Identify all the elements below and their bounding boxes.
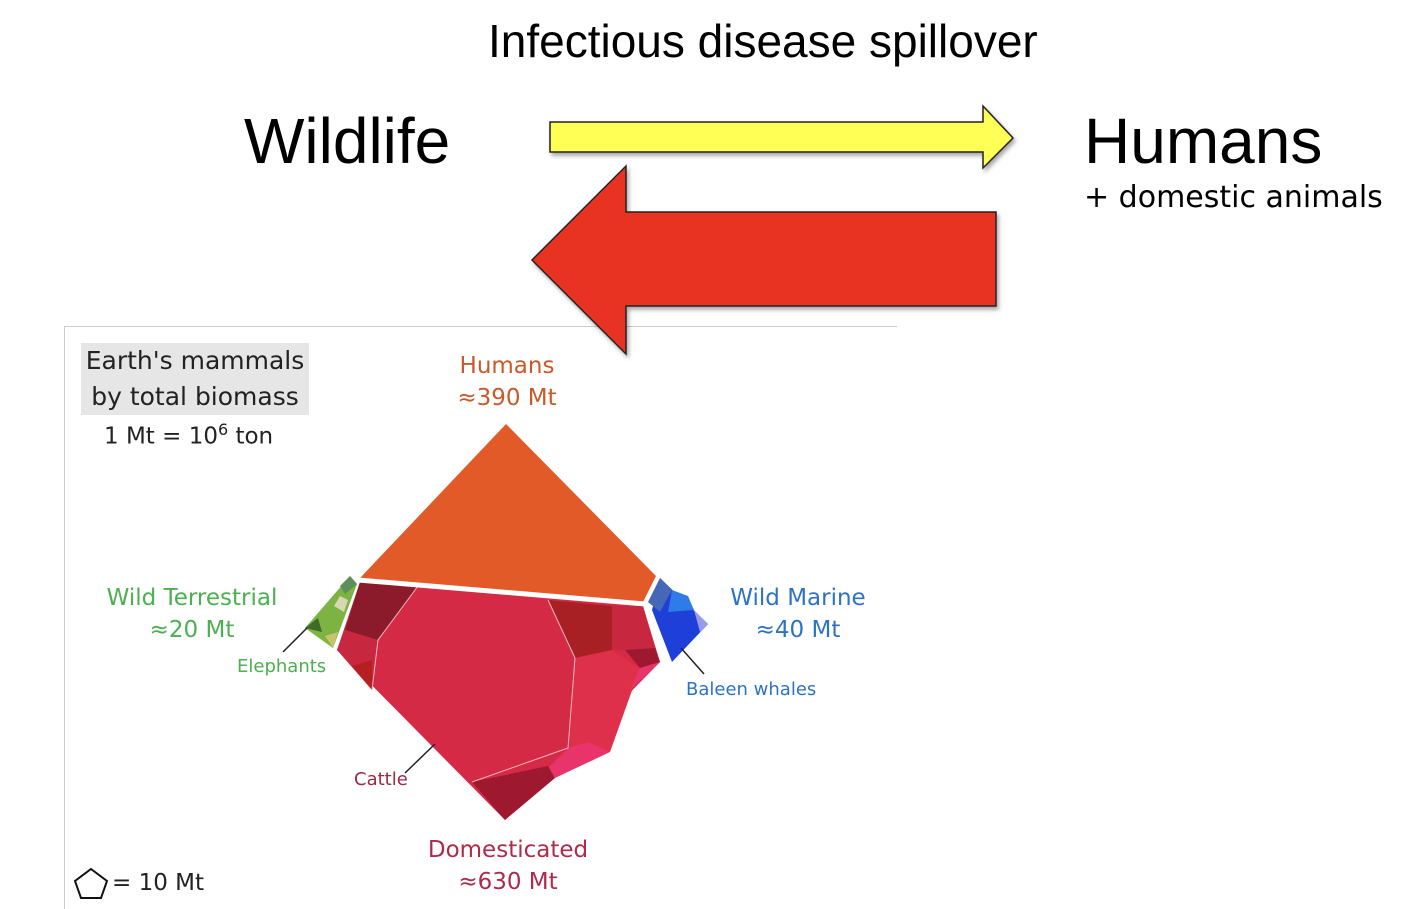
domesticated-cell xyxy=(472,766,555,820)
figure-title-line2: by total biomass xyxy=(91,382,299,411)
domesticated-cell xyxy=(548,600,612,658)
wild-terrestrial-cell xyxy=(325,632,338,648)
wild-marine-label: Wild Marine ≈40 Mt xyxy=(722,582,874,646)
wild-marine-name: Wild Marine xyxy=(730,585,866,611)
wild-marine-value: ≈40 Mt xyxy=(755,617,841,643)
humans-group-label: Humans ≈390 Mt xyxy=(440,350,574,414)
spillover-arrow-left xyxy=(530,164,997,356)
scale-legend: = 10 Mt xyxy=(72,866,204,900)
biomass-figure-frame xyxy=(64,326,897,909)
domesticated-cell xyxy=(352,660,372,690)
scale-label: = 10 Mt xyxy=(112,870,205,896)
figure-title-line1: Earth's mammals xyxy=(85,346,305,375)
wild-terrestrial-value: ≈20 Mt xyxy=(149,617,235,643)
domesticated-cell xyxy=(612,606,655,650)
diagram-title: Infectious disease spillover xyxy=(488,15,1038,67)
spillover-arrow-right xyxy=(549,104,1015,170)
wild-terrestrial-cell xyxy=(340,576,357,594)
wild-terrestrial-cell xyxy=(334,596,348,612)
humans-group-name: Humans xyxy=(459,353,555,379)
unit-exponent: 6 xyxy=(217,420,229,439)
humans-group-value: ≈390 Mt xyxy=(457,385,557,411)
wild-terrestrial-label: Wild Terrestrial ≈20 Mt xyxy=(96,582,288,646)
wild-marine-cell xyxy=(668,590,694,612)
wild-terrestrial-cell xyxy=(305,618,322,632)
unit-suffix: ton xyxy=(228,423,274,450)
wild-marine-cell xyxy=(648,578,672,612)
domesticated-cell xyxy=(630,662,660,690)
domesticated-value: ≈630 Mt xyxy=(458,869,558,895)
figure-title-box: Earth's mammals by total biomass xyxy=(81,343,309,415)
humans-label: Humans xyxy=(1084,105,1323,177)
domestic-animals-label: + domestic animals xyxy=(1084,180,1383,215)
pentagon-icon xyxy=(73,867,109,899)
wildlife-label: Wildlife xyxy=(244,105,451,177)
domesticated-cell xyxy=(548,742,610,778)
wild-marine-cell xyxy=(694,610,708,632)
unit-note: 1 Mt = 106 ton xyxy=(104,420,273,450)
baleen-whales-callout: Baleen whales xyxy=(686,679,817,700)
wild-terrestrial-name: Wild Terrestrial xyxy=(106,585,278,611)
domesticated-cell xyxy=(568,650,640,752)
humans-cell xyxy=(360,424,656,602)
domesticated-label: Domesticated ≈630 Mt xyxy=(420,834,596,898)
domesticated-cell xyxy=(345,582,418,640)
cattle-callout: Cattle xyxy=(354,769,408,790)
domesticated-name: Domesticated xyxy=(427,837,589,863)
unit-prefix: 1 Mt = 10 xyxy=(104,423,218,450)
elephants-callout: Elephants xyxy=(237,656,327,677)
domesticated-cell xyxy=(625,648,660,668)
